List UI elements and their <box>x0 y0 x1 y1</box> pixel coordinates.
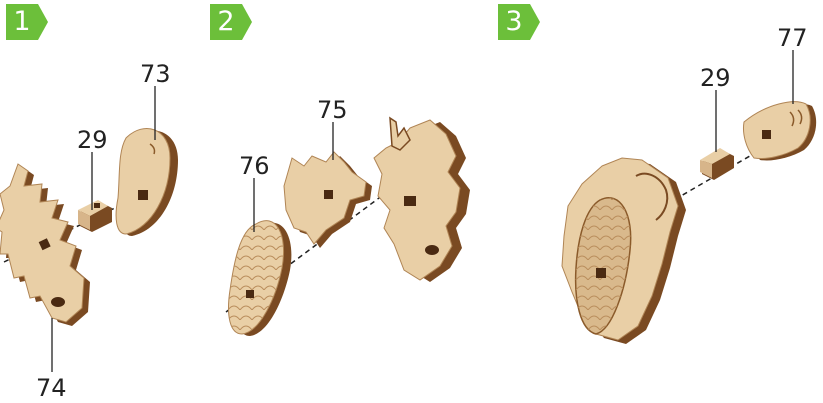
part-label-29-step1: 29 <box>77 128 108 152</box>
part-75-shape <box>284 152 372 248</box>
part-29-shape-step1 <box>78 200 112 232</box>
assembled-body-step3 <box>562 158 686 344</box>
part-73-shape <box>116 128 178 236</box>
part-29-shape-step3 <box>700 148 734 180</box>
part-76-shape <box>229 221 292 336</box>
part-label-73: 73 <box>140 62 171 86</box>
part-label-76: 76 <box>239 154 270 178</box>
part-label-77: 77 <box>777 26 808 50</box>
part-label-74: 74 <box>36 376 67 400</box>
part-label-75: 75 <box>317 98 348 122</box>
assembled-body-step2 <box>374 118 470 282</box>
part-label-29-step3: 29 <box>700 66 731 90</box>
part-74-shape <box>0 164 90 326</box>
part-77-shape <box>743 102 816 161</box>
